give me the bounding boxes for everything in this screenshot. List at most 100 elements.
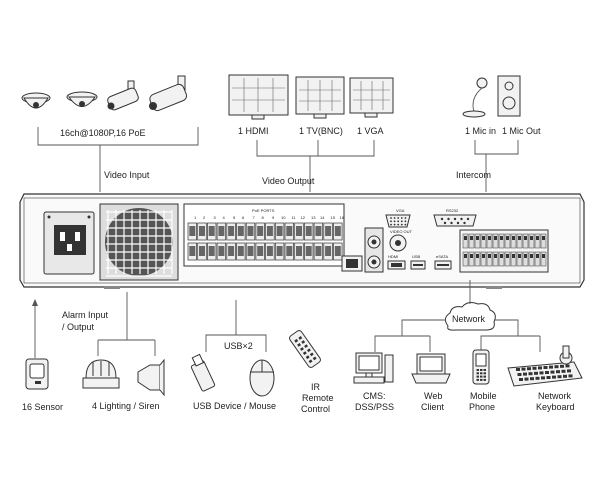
tv-monitor-icon [295, 76, 345, 119]
port-number-label: 6 [242, 215, 245, 220]
lighting-siren-label: 4 Lighting / Siren [92, 401, 160, 411]
poe-ethernet-port [207, 242, 217, 261]
usb-device-label: USB Device / Mouse [193, 401, 276, 411]
up-arrow-icon [32, 299, 38, 306]
cms-label-line2: DSS/PSS [355, 402, 394, 412]
poe-ethernet-port [197, 242, 207, 261]
poe-ethernet-port [216, 222, 227, 241]
poe-ethernet-port [294, 222, 304, 241]
poe-ethernet-port [323, 222, 333, 241]
poe-ethernet-port [236, 242, 246, 261]
ir-remote-icon [289, 330, 321, 368]
mobile-phone-label-line2: Phone [469, 402, 495, 412]
mic-in-label: 1 Mic in [465, 126, 496, 136]
power-socket [43, 211, 95, 275]
ir-label-line3: Control [301, 404, 330, 414]
dome-camera-icon [66, 91, 98, 107]
poe-ports-label: PoE PORTS [252, 208, 275, 213]
hdmi-output-label: 1 HDMI [238, 126, 269, 136]
usb-stick-icon [190, 353, 216, 392]
camera-spec-label: 16ch@1080P,16 PoE [60, 128, 146, 138]
network-keyboard-label-line2: Keyboard [536, 402, 575, 412]
poe-ethernet-port [207, 222, 217, 241]
network-cloud-icon [444, 302, 496, 331]
port-number-label: 7 [253, 215, 256, 220]
poe-ethernet-port [274, 242, 285, 261]
poe-ethernet-port [304, 222, 314, 241]
esata-port [434, 260, 452, 270]
port-number-label: 16 [340, 215, 345, 220]
sensor-icon [25, 358, 49, 390]
port-number-label: 12 [301, 215, 306, 220]
network-keyboard-label-line1: Network [538, 391, 572, 401]
bullet-camera-icon [149, 75, 188, 112]
poe-ethernet-port [284, 242, 294, 261]
port-number-label: 3 [214, 215, 217, 220]
poe-ethernet-port [265, 242, 275, 261]
vga-monitor-icon [349, 77, 394, 118]
speaker-icon [497, 75, 521, 117]
poe-ethernet-port [226, 242, 236, 261]
mouse-icon [249, 359, 275, 397]
alarm-light-icon [82, 359, 120, 389]
camera-bracket-line [37, 127, 199, 146]
usb-bracket-line [205, 334, 267, 352]
poe-ethernet-port [313, 242, 324, 261]
port-number-label: 2 [203, 215, 206, 220]
port-number-label: 13 [311, 215, 316, 220]
poe-ethernet-port [255, 242, 265, 261]
hdmi-port-label: HDMI [388, 254, 398, 259]
poe-ethernet-port [187, 222, 197, 241]
video-output-label: Video Output [262, 176, 315, 186]
vga-port-label: VGA [396, 208, 405, 213]
poe-ethernet-port [255, 222, 265, 241]
poe-ethernet-port [245, 222, 256, 241]
poe-ethernet-port [245, 242, 256, 261]
siren-icon [137, 358, 165, 397]
rs232-port-label: RS232 [446, 208, 459, 213]
dome-camera-icon [21, 92, 51, 109]
lan-port [341, 255, 363, 272]
poe-ethernet-port [333, 222, 343, 241]
poe-ethernet-port [236, 222, 246, 241]
poe-ethernet-port [226, 222, 236, 241]
poe-ethernet-port [333, 242, 343, 261]
poe-ethernet-port [323, 242, 333, 261]
alarm-io-label-line1: Alarm Input [62, 310, 109, 320]
mobile-phone-label-line1: Mobile [470, 391, 497, 401]
port-number-label: 5 [233, 215, 236, 220]
poe-ethernet-port [274, 222, 285, 241]
rs232-port [433, 214, 477, 227]
cooling-fan [99, 203, 179, 281]
bullet-camera-icon [107, 80, 139, 111]
usb-port [410, 260, 426, 270]
mobile-phone-icon [472, 349, 490, 385]
video-out-bnc-port [389, 234, 407, 252]
esata-port-label: eSATA [436, 254, 448, 259]
tv-output-label: 1 TV(BNC) [299, 126, 343, 136]
port-number-label: 11 [292, 215, 297, 220]
alarm-io-label-line2: / Output [62, 322, 95, 332]
audio-bracket-line [474, 140, 519, 155]
poe-ethernet-port [313, 222, 324, 241]
web-client-label-line2: Client [421, 402, 445, 412]
web-client-label-line1: Web [424, 391, 442, 401]
poe-ethernet-port [197, 222, 207, 241]
audio-bnc-ports [364, 227, 384, 273]
monitor-bracket-line [256, 140, 375, 157]
sensor-label: 16 Sensor [22, 402, 63, 412]
mic-out-label: 1 Mic Out [502, 126, 541, 136]
usb-port-label: USB [412, 254, 421, 259]
vga-output-label: 1 VGA [357, 126, 384, 136]
laptop-icon [411, 353, 451, 384]
poe-ethernet-port [187, 242, 197, 261]
poe-ethernet-port [284, 222, 294, 241]
hdmi-port [387, 260, 406, 270]
ir-label-line1: IR [311, 382, 321, 392]
network-keyboard-icon [507, 345, 583, 387]
intercom-label: Intercom [456, 170, 491, 180]
poe-ethernet-port [294, 242, 304, 261]
